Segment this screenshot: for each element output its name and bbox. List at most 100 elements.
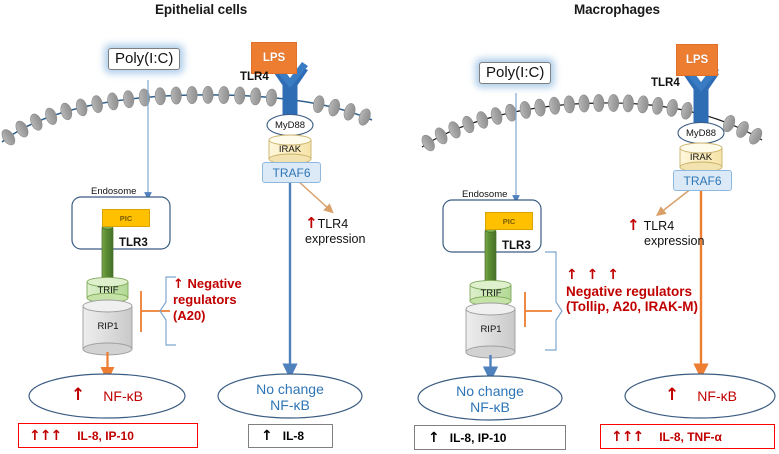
tlr4-expression-right: ↑TLR4 expression: [627, 216, 704, 249]
membrane-lipid: [202, 86, 214, 104]
cytokine-box-right-gray: ↑ IL-8, IP-10: [414, 425, 566, 450]
membrane-lipid: [534, 98, 546, 117]
membrane-lipid: [218, 86, 230, 104]
label-irak-right: IRAK: [689, 151, 713, 163]
panel-title-macrophages: Macrophages: [574, 2, 660, 17]
tlr4expr-line2: expression: [644, 234, 705, 248]
membrane-lipid: [45, 107, 58, 125]
irak-shape: [268, 134, 312, 165]
rip1-shape-left: [82, 299, 133, 356]
label-trif-right: TRIF: [480, 288, 502, 299]
up-arrow-icon: ↑: [71, 385, 86, 406]
membrane-lipid: [154, 87, 166, 106]
irak-shape-right: [679, 142, 723, 173]
membrane-lipid: [490, 107, 503, 125]
membrane-lipid: [736, 121, 749, 138]
membrane-lipid: [343, 103, 356, 121]
membrane-lipid: [15, 120, 29, 138]
nfkb-ellipse-left: [28, 373, 186, 419]
membrane-lipid: [421, 134, 435, 152]
negative-regulators-left: ↑ Negative regulators (A20): [173, 276, 242, 323]
tlr3-shape-right: [484, 227, 497, 285]
cytokine-label: IL-8: [282, 429, 305, 443]
rip1-shape-right: [465, 302, 516, 359]
nochange-ellipse-right: [417, 375, 563, 421]
up-arrow-icon: ↑↑↑: [611, 428, 644, 445]
membrane-lipid: [476, 111, 489, 129]
up-arrow-icon: ↑: [305, 214, 318, 232]
ligand-polyic-left[interactable]: Poly(I:C): [108, 48, 181, 71]
cargo-pic-right: PIC: [485, 212, 533, 230]
cytokine-box-left-red: ↑↑↑ IL-8, IP-10: [18, 423, 198, 448]
bracket-right: [545, 251, 563, 351]
ligand-polyic-right[interactable]: Poly(I:C): [479, 62, 552, 85]
cargo-pic-left: PIC: [102, 209, 150, 227]
nochange-line1: No change: [456, 382, 524, 399]
nochange-line2: NF-κB: [470, 399, 510, 415]
nochange-ellipse-left: [217, 373, 363, 419]
membrane-lipid: [30, 113, 43, 131]
up-arrow-icon: ↑↑↑: [29, 427, 62, 444]
membrane-lipid: [666, 99, 678, 117]
ligand-lps-right[interactable]: LPS: [676, 44, 718, 76]
tlr4expr-line1: TLR4: [317, 217, 349, 231]
nfkb-label: NF-κB: [697, 387, 737, 404]
up-arrow-icon: ↑ ↑ ↑: [566, 267, 621, 283]
membrane-lipid: [563, 95, 575, 114]
label-tlr4-right: TLR4: [651, 77, 680, 89]
membrane-lipid: [186, 86, 198, 104]
label-trif-left: TRIF: [97, 285, 119, 296]
membrane-lipid: [358, 108, 371, 126]
membrane-lipid: [170, 86, 182, 105]
ligand-lps-left[interactable]: LPS: [251, 42, 297, 74]
membrane-lipid: [123, 90, 135, 109]
label-tlr3-left: TLR3: [119, 237, 148, 249]
label-endosome-left: Endosome: [91, 186, 137, 197]
cytokine-label: IL-8, IP-10: [77, 428, 134, 443]
membrane-lipid: [681, 101, 693, 120]
bracket-left: [159, 276, 176, 346]
nfkb-ellipse-right: [624, 373, 776, 419]
nochange-line2: NF-κB: [270, 397, 310, 413]
membrane-lipid: [462, 115, 475, 134]
membrane-lipid: [434, 127, 448, 145]
negreg-line2: regulators: [173, 292, 237, 308]
membrane-lipid: [107, 92, 119, 111]
label-irak-left: IRAK: [278, 143, 302, 155]
outcome-nfkb-left: ↑ NF-κB: [34, 386, 180, 406]
membrane-lipid: [91, 95, 103, 113]
membrane-lipid: [75, 98, 88, 117]
membrane-lipid: [749, 128, 763, 145]
membrane-lipid: [250, 87, 262, 106]
membrane-lipid: [313, 95, 325, 113]
outcome-nfkb-right: ↑ NF-κB: [628, 386, 774, 406]
tlr4-expression-left: ↑TLR4 expression: [305, 214, 365, 247]
up-arrow-icon: ↑: [173, 277, 184, 292]
membrane-lipid: [1, 129, 16, 146]
membrane-lipid: [448, 121, 461, 139]
membrane-lipid: [60, 102, 73, 121]
negreg-line3: (A20): [173, 307, 206, 323]
outcome-nochange-right: No change NF-κB: [422, 380, 558, 418]
label-traf6-right: TRAF6: [673, 170, 732, 191]
outcome-nochange-left: No change NF-κB: [222, 378, 358, 416]
up-arrow-icon: ↑: [665, 385, 680, 406]
panel-title-epithelial: Epithelial cells: [155, 2, 248, 17]
cytokine-box-right-red: ↑↑↑ IL-8, TNF-α: [600, 424, 775, 449]
tlr4expr-line2: expression: [305, 232, 366, 246]
membrane-lipid: [519, 101, 532, 119]
membrane-lipid: [722, 115, 736, 133]
negreg-line2: (Tollip, A20, IRAK-M): [566, 299, 698, 315]
membrane-lipid: [328, 98, 341, 117]
membrane-lipid: [637, 95, 649, 114]
membrane-lipid: [593, 94, 605, 112]
label-tlr3-right: TLR3: [502, 240, 531, 252]
tlr4expr-line1: TLR4: [643, 219, 675, 233]
membrane-lipid: [622, 94, 634, 113]
membrane-lipids-right: [421, 94, 763, 152]
label-tlr4-left: TLR4: [240, 71, 269, 83]
membrane-lipid: [234, 86, 246, 105]
up-arrow-icon: ↑: [428, 429, 440, 446]
